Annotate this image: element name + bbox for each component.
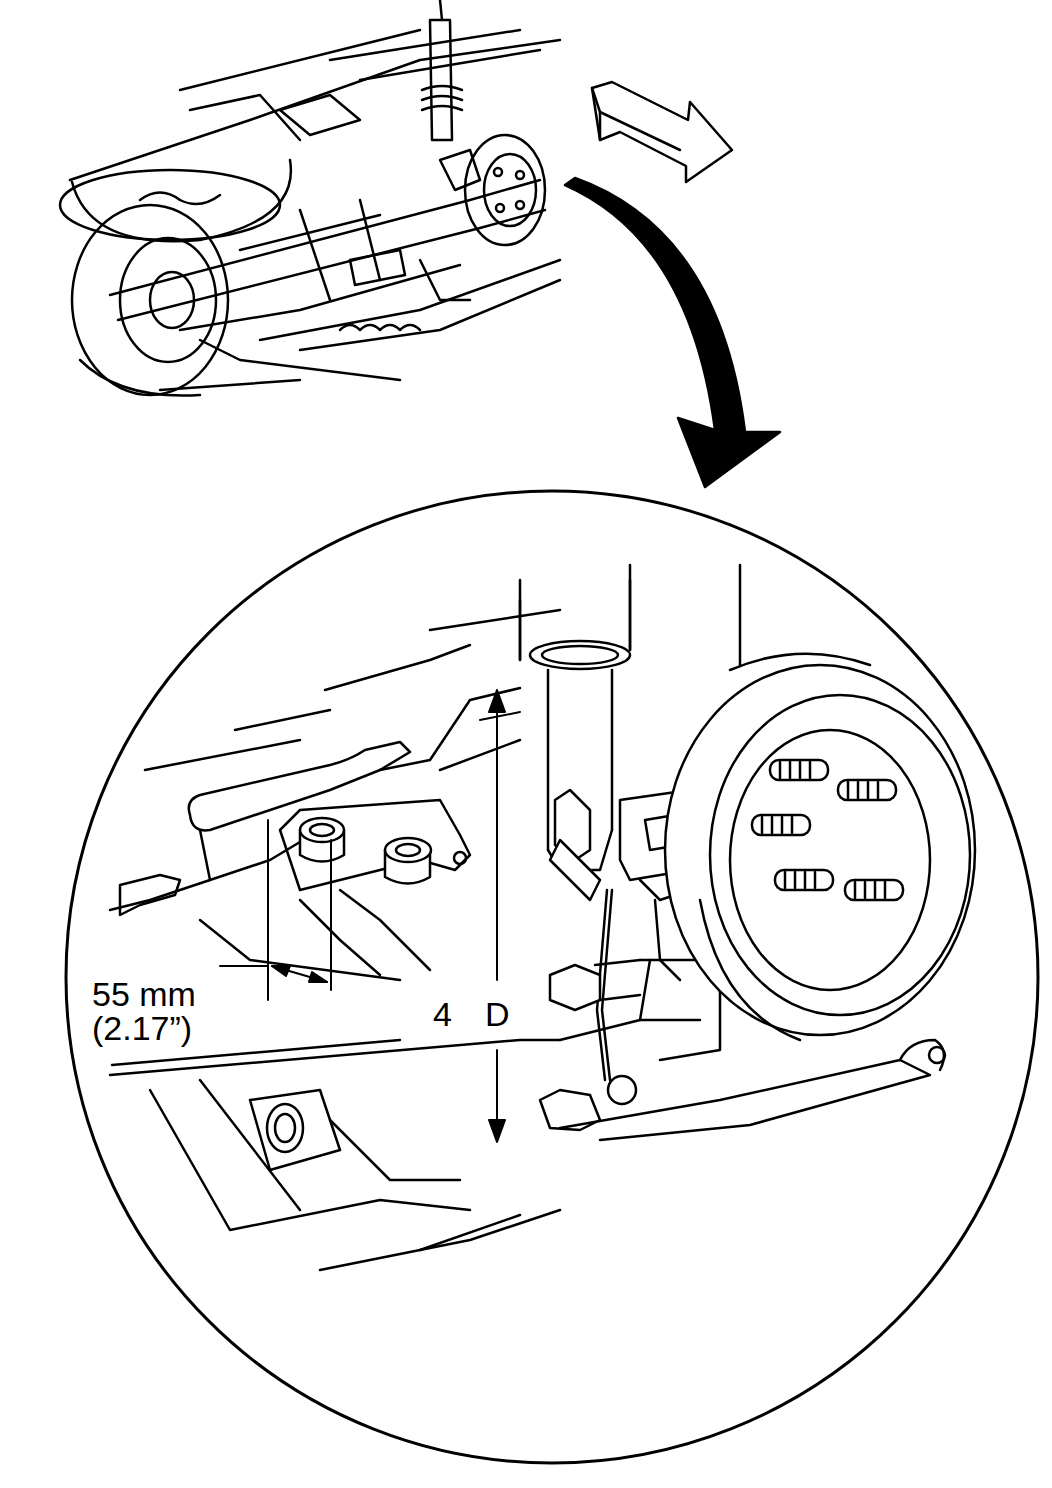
detail-circle [66, 491, 1038, 1463]
callout-number: 4 [431, 997, 454, 1031]
direction-arrow [592, 82, 732, 182]
dimension-lines [220, 690, 520, 1142]
vehicle-underside-overview [60, 0, 560, 396]
dimension-letter: D [483, 997, 512, 1031]
dimension-label: 55 mm (2.17”) [90, 977, 224, 1045]
detail-illustration [110, 565, 975, 1270]
zoom-arrow [565, 178, 780, 487]
